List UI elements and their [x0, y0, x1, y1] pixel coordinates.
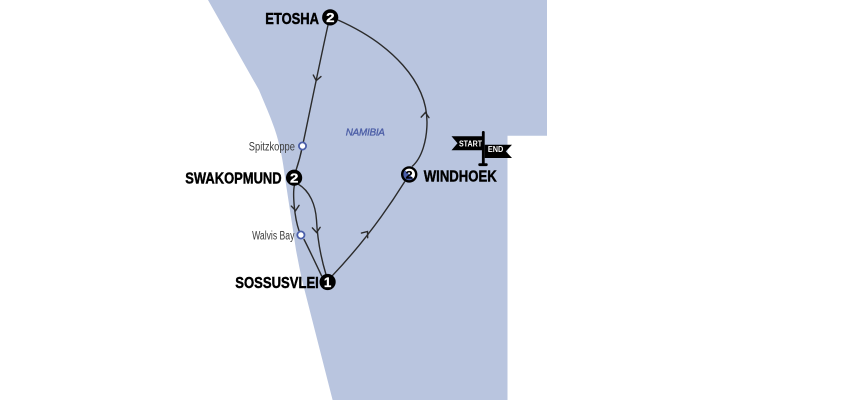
svg-text:WINDHOEK: WINDHOEK: [424, 169, 497, 186]
svg-text:SOSSUSVLEI: SOSSUSVLEI: [235, 275, 319, 292]
svg-text:2: 2: [326, 10, 334, 25]
svg-text:Spitzkoppe: Spitzkoppe: [249, 141, 295, 153]
svg-text:START: START: [459, 139, 482, 148]
svg-text:2: 2: [290, 170, 298, 185]
svg-text:1: 1: [324, 275, 332, 290]
svg-text:SWAKOPMUND: SWAKOPMUND: [185, 171, 281, 188]
svg-text:END: END: [488, 145, 504, 154]
svg-text:NAMIBIA: NAMIBIA: [346, 128, 386, 139]
svg-text:2: 2: [406, 170, 413, 182]
svg-text:Walvis Bay: Walvis Bay: [252, 231, 294, 243]
svg-text:ETOSHA: ETOSHA: [265, 11, 319, 28]
